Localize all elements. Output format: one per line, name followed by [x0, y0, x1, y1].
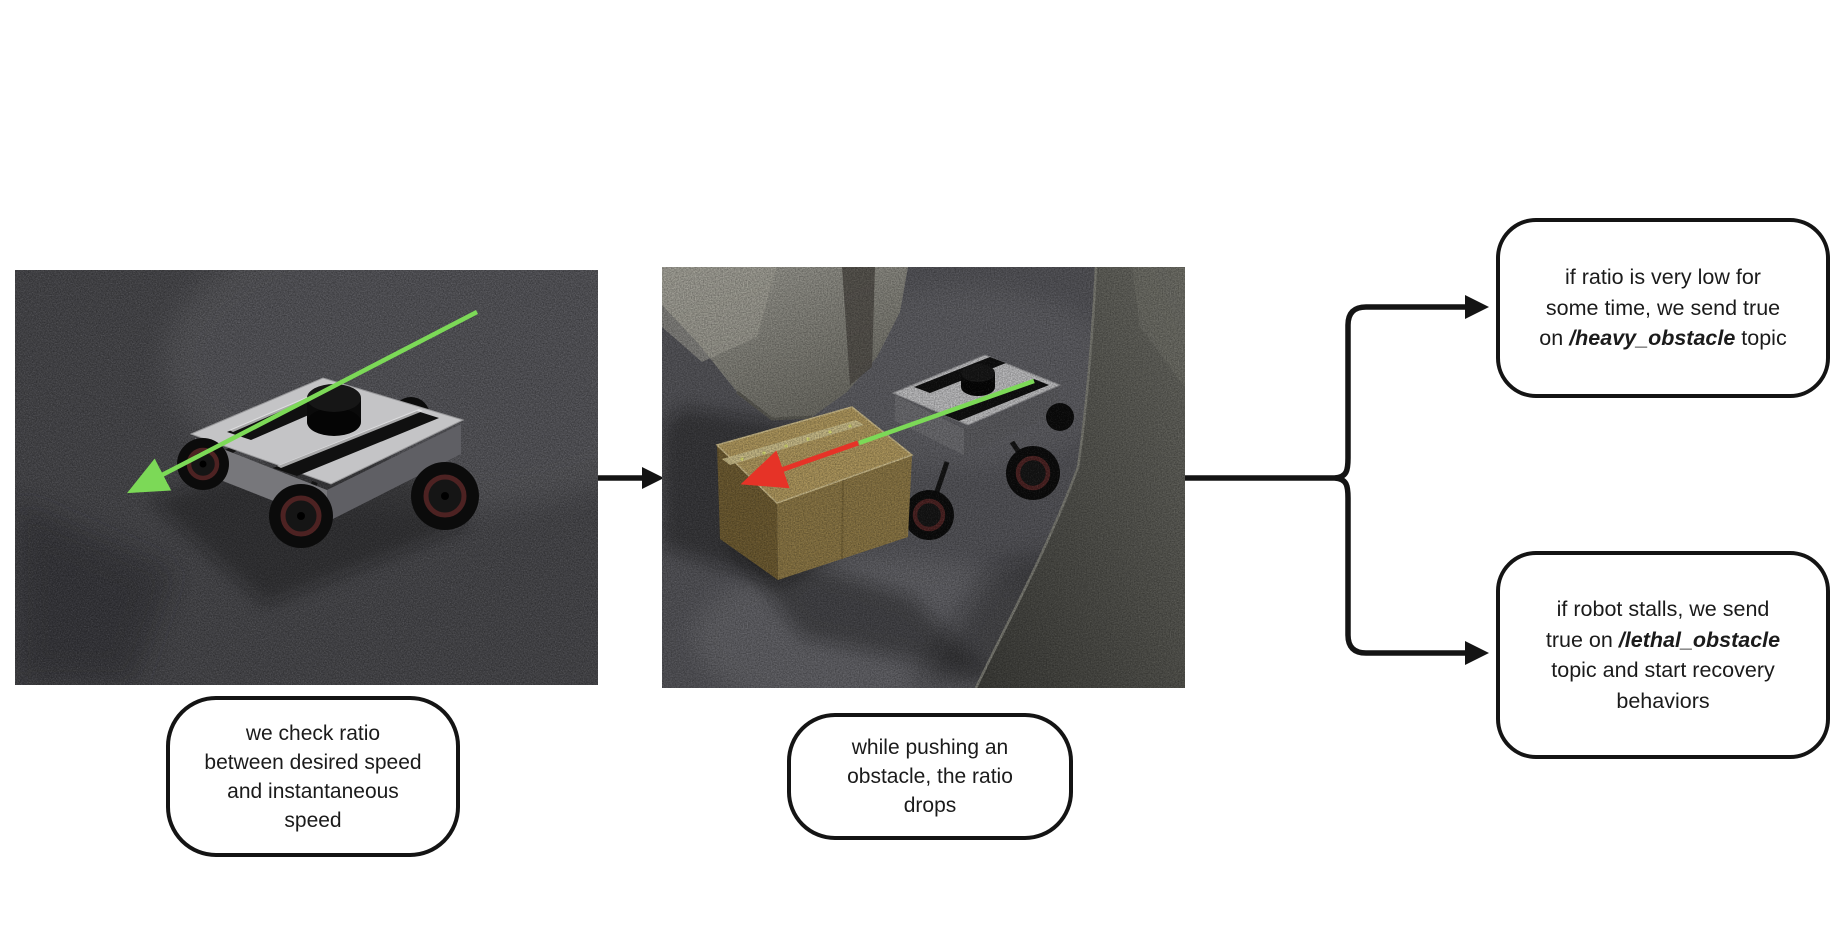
outcome-heavy-line3-prefix: on	[1539, 326, 1570, 351]
wheel	[411, 462, 479, 530]
sensor-cylinder	[307, 384, 361, 436]
outcome-lethal-line2: true on /lethal_obstacle	[1546, 625, 1780, 656]
caption-left-line2: between desired speed	[204, 750, 422, 774]
outcome-heavy-line1: if ratio is very low for	[1565, 265, 1761, 290]
outcome-box-lethal-obstacle: if robot stalls, we send true on /lethal…	[1496, 551, 1830, 759]
outcome-heavy-line3: on /heavy_obstacle topic	[1539, 323, 1786, 354]
outcome-lethal-line4: behaviors	[1616, 688, 1710, 713]
rover-pushing-scene	[662, 267, 1185, 688]
caption-bubble-ratio-drop: while pushing an obstacle, the ratio dro…	[787, 713, 1073, 840]
caption-middle-line2: obstacle, the ratio	[847, 765, 1013, 788]
outcome-heavy-line2: some time, we send true	[1545, 295, 1781, 320]
caption-left-line4: speed	[284, 808, 342, 832]
branch-connector-icon	[1185, 295, 1489, 665]
photo-rover-pushing-box	[662, 267, 1185, 688]
outcome-lethal-line2-prefix: true on	[1545, 627, 1619, 652]
rover	[177, 377, 479, 548]
flow-arrow-icon	[598, 467, 664, 489]
outcome-lethal-line3: topic and start recovery	[1551, 658, 1775, 682]
green-speed-arrow-icon	[127, 310, 479, 494]
wheel	[177, 438, 229, 490]
lethal-obstacle-topic: /lethal_obstacle	[1618, 627, 1781, 652]
caption-middle-line3: drops	[903, 794, 957, 817]
outcome-box-heavy-obstacle: if ratio is very low for some time, we s…	[1496, 218, 1830, 398]
outcome-lethal-line1: if robot stalls, we send	[1556, 597, 1770, 621]
wheel	[269, 484, 333, 548]
rover-free-scene	[15, 270, 598, 685]
outcome-heavy-line3-suffix: topic	[1735, 326, 1787, 351]
caption-left-line1: we check ratio	[245, 721, 381, 745]
red-speed-arrow-icon	[740, 440, 859, 489]
photo-rover-free-driving	[15, 270, 598, 685]
caption-left-line3: and instantaneous	[227, 779, 399, 803]
caption-middle-line1: while pushing an	[851, 736, 1009, 759]
caption-bubble-ratio-check: we check ratio between desired speed and…	[166, 696, 460, 857]
heavy-obstacle-topic: /heavy_obstacle	[1569, 326, 1736, 351]
green-speed-arrow-icon	[858, 378, 1035, 446]
